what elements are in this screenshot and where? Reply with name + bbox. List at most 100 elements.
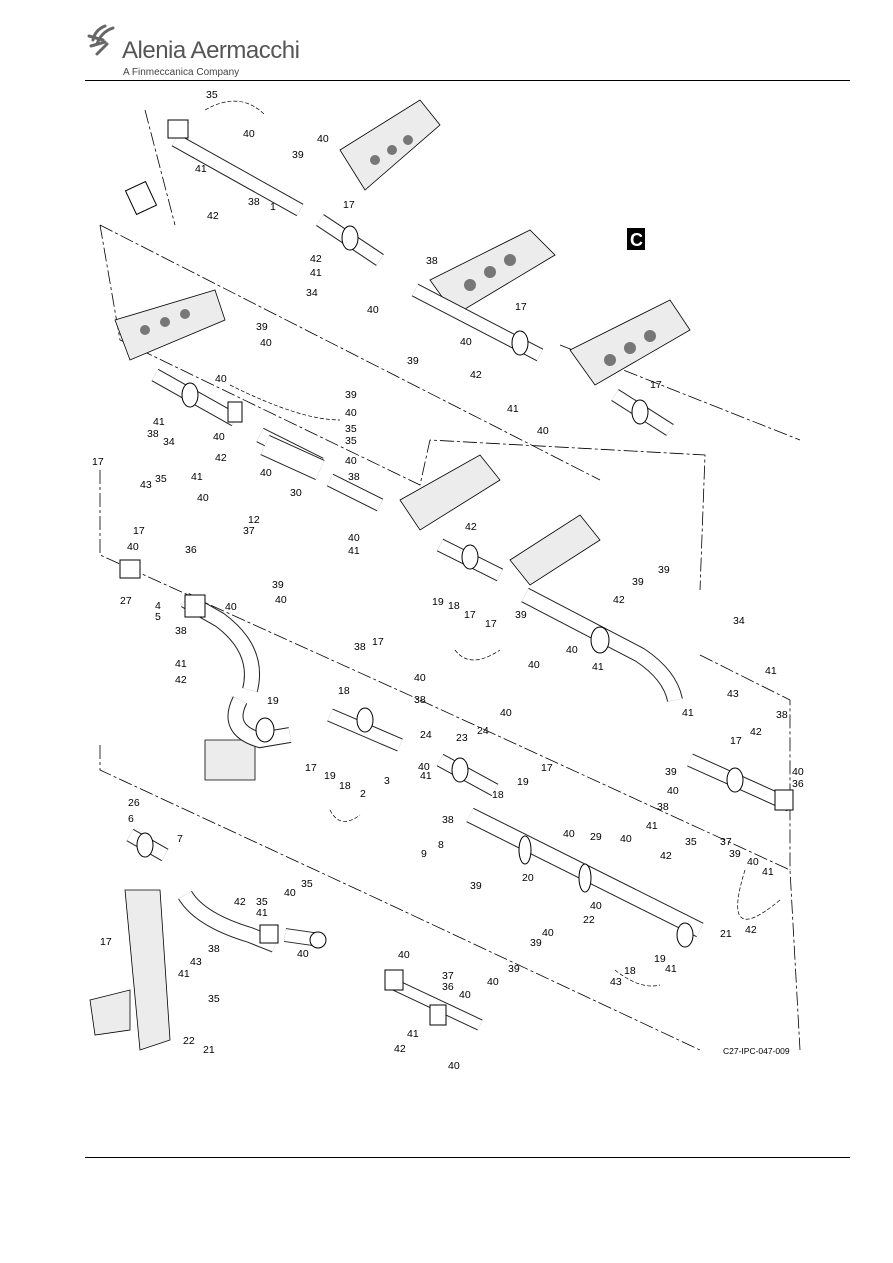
callout-label: 41	[592, 661, 604, 673]
callout-label: 17	[92, 456, 104, 468]
callout-label: 19	[267, 695, 279, 707]
callout-label: 43	[610, 976, 622, 988]
callout-label: 40	[487, 976, 499, 988]
callout-label: 26	[128, 797, 140, 809]
callout-label: 43	[140, 479, 152, 491]
callout-label: 7	[177, 833, 183, 845]
callout-label: 39	[272, 579, 284, 591]
callout-label: 41	[195, 163, 207, 175]
callout-label: 35	[155, 473, 167, 485]
callout-label: 18	[339, 780, 351, 792]
callout-label: 8	[438, 839, 444, 851]
callout-label: 34	[733, 615, 745, 627]
callout-label: 40	[460, 336, 472, 348]
callout-label: 19	[324, 770, 336, 782]
callout-label: 1	[270, 201, 276, 213]
callout-label: 41	[178, 968, 190, 980]
callout-label: 34	[306, 287, 318, 299]
callout-label: 39	[530, 937, 542, 949]
company-name: Alenia Aermacchi	[122, 37, 300, 64]
callout-label: 43	[727, 688, 739, 700]
callout-label: 38	[248, 196, 260, 208]
callout-label: 27	[120, 595, 132, 607]
callout-label: 41	[507, 403, 519, 415]
callout-label: 41	[682, 707, 694, 719]
footer-divider	[85, 1157, 850, 1158]
callout-label: 40	[398, 949, 410, 961]
callout-label: 37	[243, 525, 255, 537]
callout-label: 22	[583, 914, 595, 926]
callout-label: 37	[442, 970, 454, 982]
callout-label: 39	[665, 766, 677, 778]
callout-label: 35	[256, 896, 268, 908]
callout-label: 42	[750, 726, 762, 738]
callout-label: 40	[345, 407, 357, 419]
callout-label: 40	[459, 989, 471, 1001]
callout-label: 18	[624, 965, 636, 977]
callout-label: 17	[515, 301, 527, 313]
callout-label: 40	[542, 927, 554, 939]
callout-label: 41	[175, 658, 187, 670]
callout-label: 18	[448, 600, 460, 612]
clamps	[136, 225, 744, 948]
callout-label: 21	[720, 928, 732, 940]
callout-label: 42	[310, 253, 322, 265]
callout-label: 38	[348, 471, 360, 483]
callout-label: 35	[301, 878, 313, 890]
callout-label: 24	[477, 725, 489, 737]
callout-label: 40	[260, 467, 272, 479]
callout-label: 39	[470, 880, 482, 892]
callout-label: 41	[256, 907, 268, 919]
callout-label: 40	[448, 1060, 460, 1072]
callout-label: 37	[720, 836, 732, 848]
callout-label: 38	[175, 625, 187, 637]
callout-label: 38	[426, 255, 438, 267]
callout-label: 38	[657, 801, 669, 813]
callout-label: 17	[343, 199, 355, 211]
callout-label: 40	[563, 828, 575, 840]
callout-label: 40	[348, 532, 360, 544]
fittings	[119, 119, 794, 1026]
callout-label: 18	[338, 685, 350, 697]
callout-label: 42	[215, 452, 227, 464]
page-header: Alenia Aermacchi A Finmeccanica Company	[0, 0, 893, 85]
callout-label: 39	[632, 576, 644, 588]
callout-label: 41	[191, 471, 203, 483]
callout-label: 42	[465, 521, 477, 533]
callout-label: 17	[305, 762, 317, 774]
callout-label: 40	[284, 887, 296, 899]
callout-label: 40	[792, 766, 804, 778]
callout-label: 17	[541, 762, 553, 774]
callout-label: 39	[407, 355, 419, 367]
callout-label: 40	[500, 707, 512, 719]
callout-label: 35	[206, 89, 218, 101]
callout-label: 41	[407, 1028, 419, 1040]
callout-label: 17	[100, 936, 112, 948]
callout-label: 17	[485, 618, 497, 630]
callout-label: 41	[665, 963, 677, 975]
bracket-holes	[140, 135, 656, 366]
section-marker-letter: C	[630, 230, 643, 250]
callout-label: 6	[128, 813, 134, 825]
callout-label: 5	[155, 611, 161, 623]
figure-code: C27-IPC-047-009	[723, 1046, 790, 1056]
callout-label: 35	[345, 423, 357, 435]
callout-label: 39	[729, 848, 741, 860]
callout-label: 39	[508, 963, 520, 975]
callout-label: 38	[414, 694, 426, 706]
callout-label: 23	[456, 732, 468, 744]
callout-label: 39	[658, 564, 670, 576]
callout-label: 36	[442, 981, 454, 993]
callout-label: 41	[310, 267, 322, 279]
callout-label: 41	[762, 866, 774, 878]
callout-label: 17	[464, 609, 476, 621]
callout-label: 35	[345, 435, 357, 447]
alenia-aermacchi-logo-icon	[87, 24, 115, 56]
callout-label: 39	[256, 321, 268, 333]
callout-label: 40	[345, 455, 357, 467]
callout-label: 35	[685, 836, 697, 848]
callout-label: 42	[470, 369, 482, 381]
callout-label: 17	[650, 379, 662, 391]
callout-label: 41	[765, 665, 777, 677]
